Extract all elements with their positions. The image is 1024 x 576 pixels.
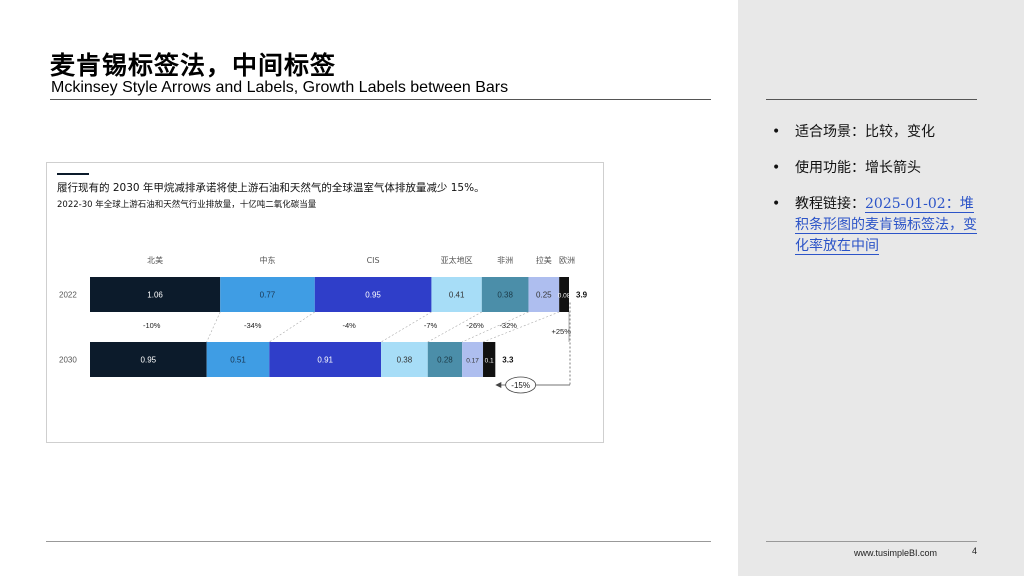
bar-segment bbox=[314, 277, 432, 312]
bar-segment bbox=[559, 277, 569, 312]
slide-title: 麦肯锡标签法，中间标签 bbox=[50, 51, 337, 80]
bar-segment bbox=[381, 342, 428, 377]
change-label: -10% bbox=[143, 321, 161, 330]
bar-segment bbox=[462, 342, 484, 377]
connector-line bbox=[482, 311, 560, 343]
total-change-bubble bbox=[505, 376, 537, 394]
bar-segment bbox=[528, 277, 560, 312]
bullet-value: 比较，变化 bbox=[865, 124, 935, 140]
bar-segment bbox=[206, 342, 270, 377]
plot-area: 1.06 0.77 0.95 0.41 0.38 0.25 0.08 2022 3.9 0.95 0… bbox=[59, 255, 588, 394]
data-label: 0.51 bbox=[230, 356, 246, 365]
category-label: 2030 bbox=[59, 356, 77, 365]
chart-frame: 履行现有的 2030 年甲烷减排承诺将使上游石油和天然气的全球温室气体排放量减少… bbox=[46, 162, 604, 443]
data-label: 0.95 bbox=[141, 356, 157, 365]
series-name-label: 非洲 bbox=[497, 255, 513, 265]
stacked-bar-chart: 履行现有的 2030 年甲烷减排承诺将使上游石油和天然气的全球温室气体排放量减少… bbox=[57, 173, 588, 394]
series-name-label: CIS bbox=[367, 256, 380, 265]
sidebar-bottom-divider bbox=[766, 541, 977, 542]
sidebar-divider bbox=[766, 99, 977, 100]
series-name-label: 欧洲 bbox=[559, 255, 575, 265]
change-label: -7% bbox=[424, 321, 438, 330]
data-label: 0.28 bbox=[437, 356, 453, 365]
bullet-dot-icon: • bbox=[772, 124, 781, 140]
data-label: 0.1 bbox=[485, 358, 494, 365]
bar-segment bbox=[220, 277, 315, 312]
bullet-label: 使用功能： bbox=[795, 160, 865, 176]
data-label: 1.06 bbox=[147, 291, 163, 300]
bar-segment bbox=[269, 342, 382, 377]
data-label: 0.95 bbox=[365, 291, 381, 300]
bar-segment bbox=[483, 342, 496, 377]
page-number: 4 bbox=[972, 546, 978, 556]
bar-segment bbox=[427, 342, 463, 377]
chart-title: 履行现有的 2030 年甲烷减排承诺将使上游石油和天然气的全球温室气体排放量减少… bbox=[57, 181, 485, 194]
change-label: +25% bbox=[551, 327, 571, 336]
sidebar-bullet-list: • 适合场景：比较，变化 • 使用功能：增长箭头 • 教程链接：2025-01-… bbox=[772, 122, 977, 272]
total-change-label: -15% bbox=[511, 381, 530, 390]
change-label: -32% bbox=[499, 321, 517, 330]
series-name-label: 亚太地区 bbox=[441, 255, 473, 265]
bottom-divider bbox=[46, 541, 711, 542]
data-label: 0.77 bbox=[260, 291, 276, 300]
bar-segment bbox=[90, 277, 221, 312]
connector-line bbox=[380, 311, 432, 343]
bullet-label: 适合场景： bbox=[795, 124, 865, 140]
data-label: 0.38 bbox=[397, 356, 413, 365]
change-label: -26% bbox=[466, 321, 484, 330]
title-divider bbox=[50, 99, 711, 100]
bullet-dot-icon: • bbox=[772, 160, 781, 176]
bullet-value: 增长箭头 bbox=[865, 160, 921, 176]
change-label: -34% bbox=[244, 321, 262, 330]
change-label: -4% bbox=[342, 321, 356, 330]
bullet-label: 教程链接： bbox=[795, 196, 865, 212]
data-label: 0.25 bbox=[536, 291, 552, 300]
series-name-label: 中东 bbox=[259, 255, 275, 265]
total-label: 3.9 bbox=[576, 291, 588, 300]
bar-segment bbox=[90, 342, 207, 377]
bar-segment bbox=[481, 277, 529, 312]
tutorial-link[interactable]: 2025-01-02：堆积条形图的麦肯锡标签法，变化率放在中间 bbox=[795, 196, 977, 255]
slide-subtitle: Mckinsey Style Arrows and Labels, Growth… bbox=[51, 79, 509, 96]
data-label: 0.17 bbox=[466, 358, 479, 365]
bar-segment bbox=[431, 277, 482, 312]
series-name-label: 拉美 bbox=[536, 255, 552, 265]
data-label: 0.91 bbox=[317, 356, 333, 365]
chart-subtitle: 2022-30 年全球上游石油和天然气行业排放量，十亿吨二氧化碳当量 bbox=[57, 199, 317, 210]
connector-line bbox=[206, 311, 221, 343]
bullet-tutorial: • 教程链接：2025-01-02：堆积条形图的麦肯锡标签法，变化率放在中间 bbox=[772, 194, 977, 257]
data-label: 0.08 bbox=[558, 293, 571, 300]
chart-title-accent bbox=[57, 173, 89, 175]
bullet-function: • 使用功能：增长箭头 bbox=[772, 158, 977, 179]
bullet-dot-icon: • bbox=[772, 196, 781, 212]
series-name-label: 北美 bbox=[147, 255, 163, 265]
arrowhead-icon bbox=[495, 382, 502, 388]
connector-line bbox=[269, 311, 315, 343]
data-label: 0.41 bbox=[449, 291, 465, 300]
website-footer: www.tusimpleBI.com bbox=[854, 548, 938, 558]
data-label: 0.38 bbox=[497, 291, 513, 300]
bullet-scenario: • 适合场景：比较，变化 bbox=[772, 122, 977, 143]
category-label: 2022 bbox=[59, 291, 77, 300]
total-label: 3.3 bbox=[502, 356, 514, 365]
sidebar-panel bbox=[738, 0, 1024, 576]
connector-line bbox=[462, 311, 529, 343]
